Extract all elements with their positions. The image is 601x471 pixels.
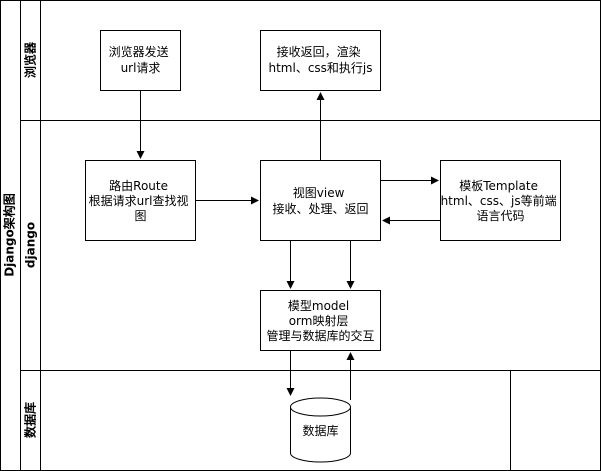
node-route-label: 路由Route 根据请求url查找视 图	[89, 178, 193, 223]
database-body	[290, 407, 351, 463]
node-database	[290, 397, 351, 463]
node-model	[260, 290, 381, 351]
node-browser-receive-label: 接收返回，渲染 html、css和执行js	[268, 44, 372, 75]
node-route	[85, 160, 196, 241]
pool-title: Django架构图	[2, 193, 17, 277]
database-top	[290, 397, 351, 417]
node-model-label: 模型model orm映射层 管理与数据库的交互	[266, 299, 374, 343]
node-database-label: 数据库	[302, 423, 338, 438]
node-view-label: 视图view 接收、处理、返回	[272, 185, 368, 216]
lane-browser-title: 浏览器	[23, 41, 38, 78]
lane-django-title: django	[24, 222, 38, 268]
lane-database-title: 数据库	[23, 402, 38, 438]
node-view	[260, 160, 381, 241]
node-template-label: 模板Template html、css、js等前端 语言代码	[441, 179, 561, 223]
node-browser-send-label: 浏览器发送 url请求	[109, 44, 173, 75]
node-browser-receive	[260, 30, 381, 91]
node-template	[440, 160, 561, 241]
node-browser-send	[100, 30, 181, 91]
